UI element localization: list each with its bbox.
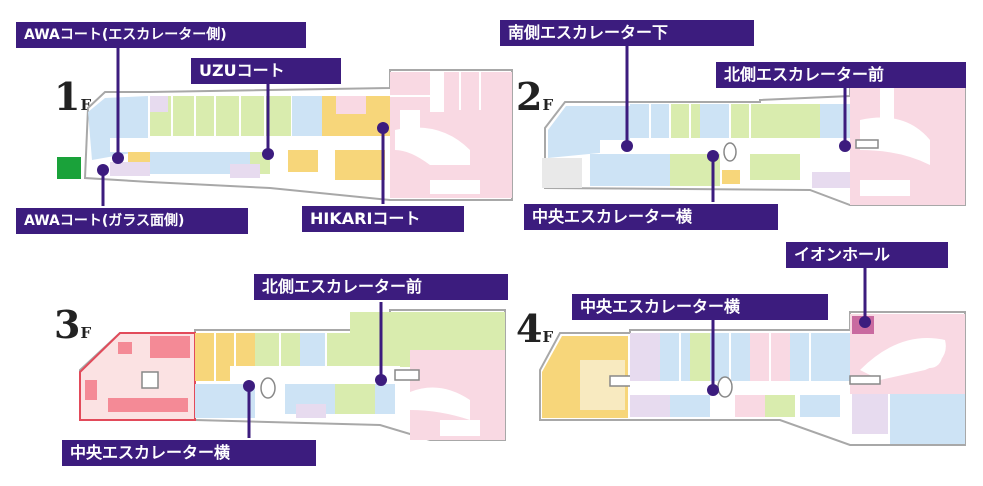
marker-central-escalator-3f: [243, 380, 255, 392]
marker-north-escalator-3f: [375, 374, 387, 386]
floor-4-map: [539, 311, 966, 446]
floor-label-4f: 4F: [516, 310, 553, 348]
marker-uzu: [262, 148, 274, 160]
floor-label-2f: 2F: [516, 78, 553, 116]
label-awa-escalator[interactable]: AWAコート(エスカレーター側): [16, 22, 306, 48]
floor-number: 2: [516, 74, 543, 119]
label-central-escalator-2f[interactable]: 中央エスカレーター横: [524, 204, 778, 230]
marker-dots: [97, 122, 871, 396]
floor-unit: F: [542, 96, 554, 114]
exit-marker: [57, 157, 81, 179]
floor-2-map: [542, 77, 966, 206]
marker-aeon-hall: [859, 316, 871, 328]
label-central-escalator-4f[interactable]: 中央エスカレーター横: [572, 294, 828, 320]
floor-3-map: [79, 309, 506, 441]
label-south-escalator-2f[interactable]: 南側エスカレーター下: [500, 20, 754, 46]
label-aeon-hall[interactable]: イオンホール: [786, 242, 948, 268]
label-north-escalator-3f[interactable]: 北側エスカレーター前: [254, 274, 508, 300]
marker-central-escalator-4f: [707, 384, 719, 396]
floor-label-3f: 3F: [54, 306, 91, 344]
floor-unit: F: [542, 328, 554, 346]
marker-awa-escalator: [112, 152, 124, 164]
floor-number: 3: [54, 302, 81, 347]
leader-lines: [101, 46, 867, 438]
floor-label-1f: 1F: [54, 78, 91, 116]
floor-unit: F: [80, 324, 92, 342]
floor-unit: F: [80, 96, 92, 114]
floor-number: 4: [516, 306, 543, 351]
marker-south-escalator-2f: [621, 140, 633, 152]
label-awa-glass[interactable]: AWAコート(ガラス面側): [16, 208, 248, 234]
marker-awa-glass: [97, 164, 109, 176]
label-north-escalator-2f[interactable]: 北側エスカレーター前: [716, 62, 966, 88]
marker-central-escalator-2f: [707, 150, 719, 162]
label-hikari[interactable]: HIKARIコート: [302, 206, 464, 232]
floor-1-map: [57, 69, 513, 201]
floor-number: 1: [54, 74, 81, 119]
marker-north-escalator-2f: [839, 140, 851, 152]
label-uzu[interactable]: UZUコート: [191, 58, 341, 84]
marker-hikari: [377, 122, 389, 134]
label-central-escalator-3f[interactable]: 中央エスカレーター横: [62, 440, 316, 466]
